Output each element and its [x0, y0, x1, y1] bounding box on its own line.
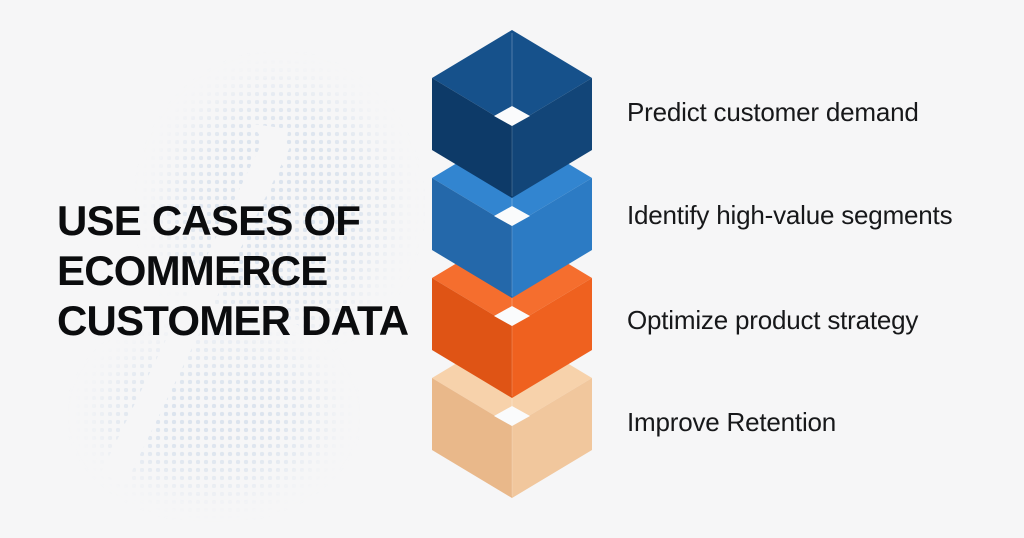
title-line-2: ECOMMERCE [57, 247, 328, 294]
use-case-label-predict-demand: Predict customer demand [627, 97, 919, 127]
cube-hole-diamond [494, 106, 530, 126]
use-case-label-improve-retention: Improve Retention [627, 407, 837, 437]
cube-left-face [432, 178, 512, 298]
cube-hole-diamond [494, 406, 530, 426]
cube-right-face [512, 78, 592, 198]
cube-hole-diamond [494, 206, 530, 226]
title-line-1: USE CASES OF [57, 197, 361, 244]
cube-right-face [512, 378, 592, 498]
cube-left-face [432, 78, 512, 198]
cube-right-face [512, 278, 592, 398]
use-case-label-high-value-segments: Identify high-value segments [627, 200, 953, 230]
cube-hole-diamond [494, 306, 530, 326]
use-case-label-product-strategy: Optimize product strategy [627, 305, 919, 335]
cube-left-face [432, 378, 512, 498]
title-line-3: CUSTOMER DATA [57, 297, 409, 344]
cube-predict-demand [432, 30, 592, 198]
isometric-cube-icon [432, 30, 592, 198]
cube-left-face [432, 278, 512, 398]
halftone-dots-lower [66, 306, 362, 524]
cube-right-face [512, 178, 592, 298]
page-title: USE CASES OF ECOMMERCE CUSTOMER DATA [57, 196, 409, 346]
